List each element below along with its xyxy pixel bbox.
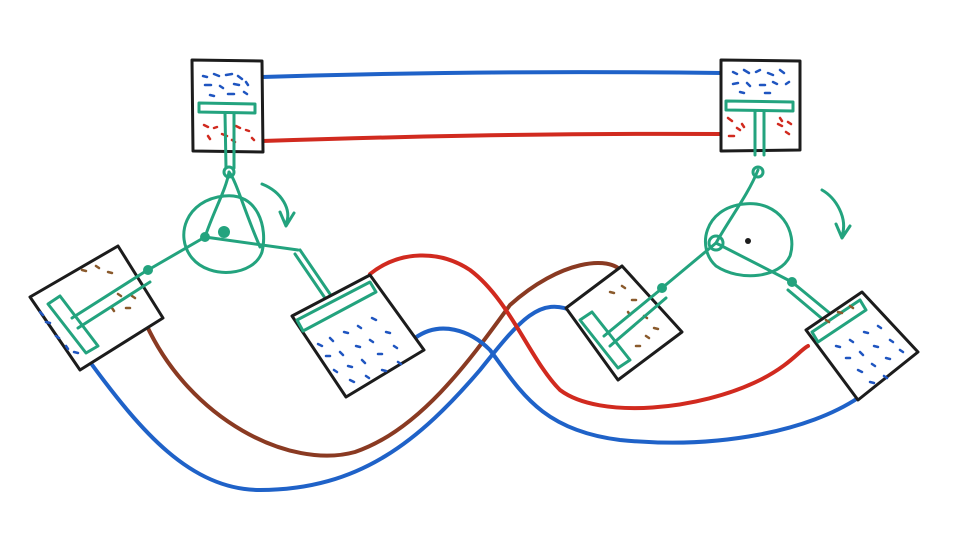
top-right-cylinder-outline <box>719 58 802 153</box>
top-right-piston-head <box>724 99 795 113</box>
top-right-cylinder <box>719 58 802 157</box>
top-left-piston-rod <box>223 111 236 170</box>
hose-left-box-warm-to-right-bottom <box>144 261 624 458</box>
left-flywheel-hub <box>218 226 230 238</box>
lower-middle-right-cylinder-outline <box>564 264 684 382</box>
top-right-hot-dots <box>726 116 793 138</box>
lower-middle-right-cylinder <box>564 264 684 382</box>
lower-left-cylinder <box>28 244 165 372</box>
top-right-cold-dots <box>731 68 791 95</box>
hose-red-top-crossing <box>368 253 810 411</box>
top-left-piston-head <box>197 101 257 115</box>
hose-right-box-to-left-cold <box>88 304 577 492</box>
right-crank-pin <box>745 238 751 244</box>
right-right-connecting-rod <box>714 241 834 324</box>
lower-middle-right-piston-rod <box>602 288 668 348</box>
lower-middle-right-piston-head <box>578 310 632 370</box>
top-right-piston-rod <box>753 109 766 157</box>
left-top-rod-joint <box>222 165 236 179</box>
left-top-connecting-rod <box>203 170 262 249</box>
right-top-connecting-rod <box>714 168 760 245</box>
lower-middle-left-piston-head <box>295 280 378 333</box>
rotation-arrow-right <box>820 188 852 240</box>
right-lower-connecting-rod <box>660 241 718 290</box>
right-top-rod-joint <box>751 165 765 179</box>
lower-left-piston-head <box>46 294 100 355</box>
left-flywheel-assembly <box>143 165 332 300</box>
right-flywheel-hub <box>707 234 725 252</box>
lower-right-cylinder <box>804 290 920 402</box>
lower-right-piston-head <box>810 298 868 344</box>
lower-left-warm-dots <box>80 264 137 313</box>
lower-middle-left-cold-dots <box>316 316 403 384</box>
lower-right-cold-dots <box>834 324 905 385</box>
top-hot-pipe <box>260 131 724 143</box>
right-flywheel-assembly <box>657 165 852 324</box>
rotation-arrow-left <box>260 182 296 228</box>
lower-middle-left-cylinder <box>290 273 426 399</box>
top-left-cold-dots <box>201 72 250 98</box>
lower-right-warm-dots <box>824 304 855 324</box>
lower-left-cylinder-outline <box>28 244 165 372</box>
hose-blue-right-crossing <box>413 326 860 445</box>
left-lower-connecting-rod <box>146 235 207 272</box>
left-flywheel <box>182 194 266 274</box>
right-right-rod-joint <box>787 277 797 287</box>
lower-middle-left-cylinder-outline <box>290 273 426 399</box>
top-left-cylinder <box>190 58 265 170</box>
top-cold-pipe <box>260 70 724 79</box>
lower-left-piston-rod <box>70 269 152 330</box>
right-flywheel <box>703 202 794 278</box>
lower-left-cold-dots <box>38 310 80 355</box>
left-right-connecting-rod <box>203 235 332 300</box>
